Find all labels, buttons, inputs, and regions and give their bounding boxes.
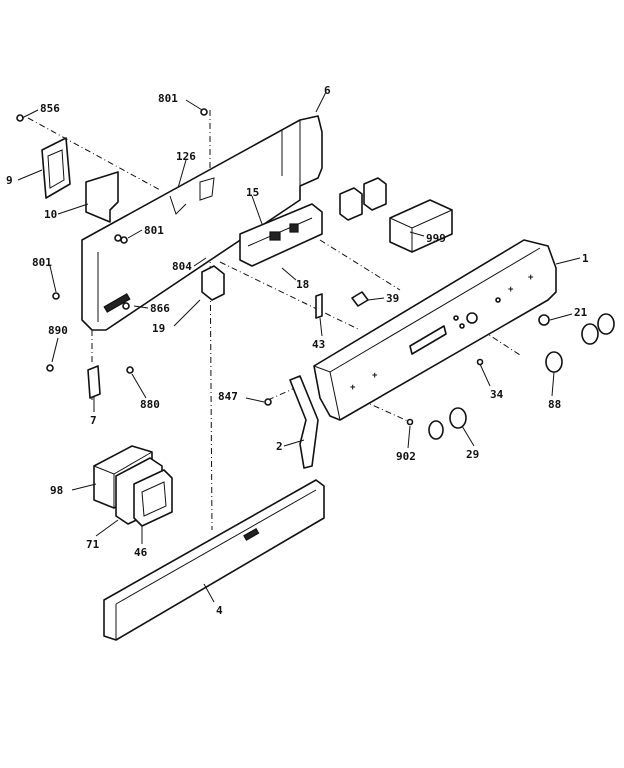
callout-890: 890 [48,324,68,337]
callout-7: 7 [90,414,97,427]
svg-text:+: + [508,285,514,295]
rod-43 [315,293,323,319]
side-bracket-9 [41,137,71,199]
callout-43: 43 [312,338,325,351]
callout-801-left: 801 [32,256,52,269]
callout-39: 39 [386,292,399,305]
knobs-88 [545,313,615,373]
callout-999: 999 [426,232,446,245]
callout-847: 847 [218,390,238,403]
callout-804: 804 [172,260,192,273]
callout-1: 1 [582,252,589,265]
svg-text:+: + [372,371,378,381]
svg-text:+: + [350,383,356,393]
rings [466,312,550,326]
callout-71: 71 [86,538,100,551]
callout-10: 10 [44,208,57,221]
callout-21: 21 [574,306,588,319]
callout-902: 902 [396,450,416,463]
callout-19: 19 [152,322,165,335]
housing-46 [133,469,173,527]
component-box [389,199,453,253]
callout-98: 98 [50,484,63,497]
callout-801-mid: 801 [144,224,164,237]
callout-866: 866 [150,302,170,315]
callout-15: 15 [246,186,259,199]
callout-2: 2 [276,440,283,453]
callout-801-top: 801 [158,92,178,105]
rear-back-panel [81,115,323,331]
callout-46: 46 [134,546,148,559]
callout-856: 856 [40,102,60,115]
callout-88: 88 [548,398,561,411]
part-39 [351,291,369,307]
switch-19 [201,265,225,301]
side-bracket-10 [85,171,119,223]
lower-panel [103,479,325,641]
callout-labels: 1 6 21 856 801 126 9 10 801 15 999 804 8… [6,84,589,617]
clock-module [239,203,323,267]
callout-6: 6 [324,84,331,97]
callout-29: 29 [466,448,479,461]
callout-4: 4 [216,604,223,617]
callout-880: 880 [140,398,160,411]
bracket-7 [87,365,101,399]
switch-pair [339,177,387,221]
leader-lines [17,91,581,603]
screws [16,108,484,426]
callout-126: 126 [176,150,196,163]
callout-34: 34 [490,388,504,401]
svg-text:+: + [528,273,534,283]
control-panel: + + + + [313,239,557,421]
knobs-29 [428,407,467,440]
callout-18: 18 [296,278,309,291]
bracket-2 [289,375,319,469]
callout-9: 9 [6,174,13,187]
